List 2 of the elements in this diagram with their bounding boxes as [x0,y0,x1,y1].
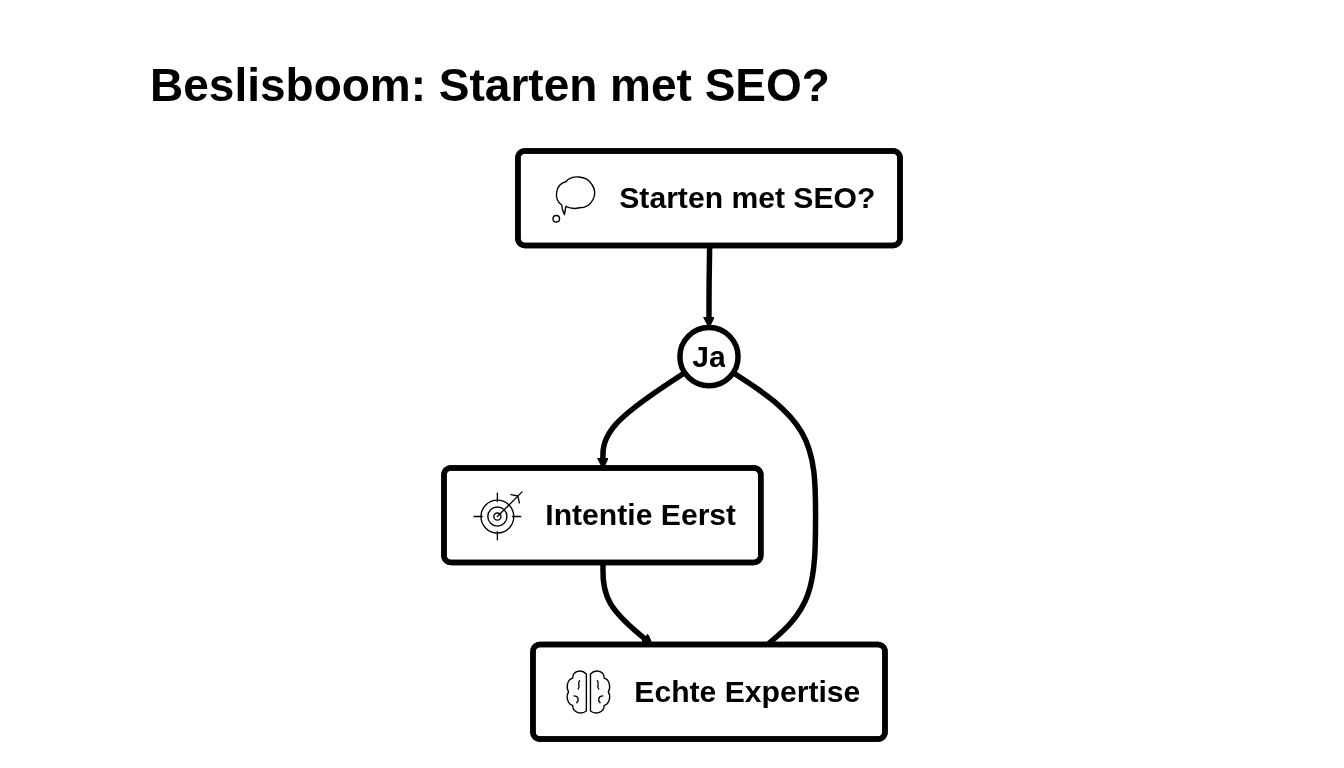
node-circle: Ja [677,324,741,389]
diagram-title: Beslisboom: Starten met SEO? [150,58,830,112]
